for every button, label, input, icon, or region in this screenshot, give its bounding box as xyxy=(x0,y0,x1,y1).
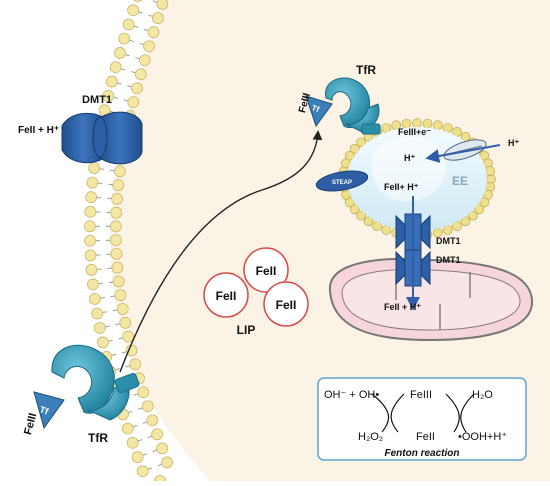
membrane-lipid-head xyxy=(92,308,103,319)
membrane-lipid-head xyxy=(157,0,168,9)
membrane-lipid-head xyxy=(111,207,122,218)
membrane-lipid-head xyxy=(110,62,121,73)
tfr-bottom-label: TfR xyxy=(88,431,108,445)
membrane-lipid-head xyxy=(137,466,148,477)
fenton-ooh: •OOH+H⁺ xyxy=(458,431,507,443)
lip-feii-1: FeII xyxy=(256,264,277,278)
membrane-lipid-head xyxy=(162,457,173,468)
membrane-lipid-head xyxy=(138,387,149,398)
membrane-lipid-head xyxy=(115,290,126,301)
ee-label: EE xyxy=(452,174,468,188)
membrane-lipid-head xyxy=(86,264,97,275)
endosome-lipid-head xyxy=(433,121,442,130)
h-pump-label: H⁺ xyxy=(508,138,519,148)
membrane-lipid-head xyxy=(85,250,96,261)
membrane-lipid-head xyxy=(155,476,166,482)
membrane-lipid-head xyxy=(106,76,117,87)
membrane-lipid-head xyxy=(85,206,96,217)
membrane-lipid-head xyxy=(144,41,155,52)
membrane-lipid-head xyxy=(117,303,128,314)
lip-feii-2: FeII xyxy=(216,289,237,303)
mitochondrion xyxy=(330,259,532,340)
membrane-lipid-head xyxy=(111,248,122,259)
membrane-lipid-head xyxy=(110,235,121,246)
membrane-lipid-head xyxy=(127,437,138,448)
membrane-lipid-head xyxy=(87,177,98,188)
tf-bottom-protein: Tf xyxy=(34,392,64,428)
tfr-top-label: TfR xyxy=(356,63,376,77)
membrane-lipid-head xyxy=(122,423,133,434)
steap-label: STEAP xyxy=(332,180,352,186)
membrane-lipid-head xyxy=(86,192,97,203)
membrane-lipid-head xyxy=(142,401,153,412)
membrane-lipid-head xyxy=(119,33,130,44)
fenton-feii: FeII xyxy=(416,431,435,443)
membrane-lipid-head xyxy=(114,166,125,177)
membrane-lipid-head xyxy=(152,13,163,24)
membrane-lipid-head xyxy=(110,221,121,232)
membrane-lipid-head xyxy=(120,317,131,328)
dmt1-membrane-label: DMT1 xyxy=(82,94,112,106)
membrane-lipid-head xyxy=(157,443,168,454)
membrane-lipid-head xyxy=(97,337,108,348)
membrane-lipid-head xyxy=(130,359,141,370)
membrane-lipid-head xyxy=(112,262,123,273)
membrane-lipid-head xyxy=(135,69,146,80)
fenton-feiii: FeIII xyxy=(410,389,432,401)
dmt1-mito-label: DMT1 xyxy=(436,255,461,265)
endosome-lipid-head xyxy=(487,175,496,184)
feiii-bottom-label: FeIII xyxy=(22,412,39,436)
membrane-lipid-head xyxy=(113,276,124,287)
lip-feii-3: FeII xyxy=(276,298,297,312)
membrane-lipid-head xyxy=(132,452,143,463)
membrane-lipid-head xyxy=(128,97,139,108)
membrane-lipid-head xyxy=(152,429,163,440)
feii-h-mito-label: FeII + H⁺ xyxy=(384,302,421,312)
membrane-lipid-head xyxy=(94,322,105,333)
dmt1-membrane-transporter xyxy=(62,112,142,164)
membrane-lipid-head xyxy=(148,27,159,38)
h-endosome-label: H⁺ xyxy=(404,153,415,163)
feiii-e-label: FeIII+e⁻ xyxy=(398,127,431,137)
membrane-lipid-head xyxy=(123,331,134,342)
lip-label: LIP xyxy=(237,323,256,337)
membrane-lipid-head xyxy=(147,415,158,426)
dmt1-endosome-label: DMT1 xyxy=(436,236,461,246)
feii-h-endosome-label: FeII+ H⁺ xyxy=(384,182,419,192)
membrane-lipid-head xyxy=(128,5,139,16)
fenton-h2o: H₂O xyxy=(472,389,493,401)
membrane-lipid-head xyxy=(123,19,134,30)
membrane-lipid-head xyxy=(89,293,100,304)
fenton-h2o2: H₂O₂ xyxy=(358,431,383,443)
membrane-lipid-head xyxy=(112,193,123,204)
membrane-lipid-head xyxy=(132,0,143,2)
fenton-title: Fenton reaction xyxy=(384,448,459,459)
membrane-lipid-head xyxy=(85,235,96,246)
endosome-lipid-head xyxy=(486,167,495,176)
fenton-reaction-box: OH⁻ + OH• FeIII H₂O H₂O₂ FeII •OOH+H⁺ Fe… xyxy=(318,378,526,460)
membrane-lipid-head xyxy=(131,83,142,94)
membrane-lipid-head xyxy=(87,279,98,290)
membrane-lipid-head xyxy=(84,221,95,232)
membrane-lipid-head xyxy=(139,55,150,66)
feii-h-outside-label: FeII + H⁺ xyxy=(18,125,59,136)
membrane-lipid-head xyxy=(114,47,125,58)
fenton-reactants-left: OH⁻ + OH• xyxy=(324,389,379,401)
membrane-lipid-head xyxy=(113,180,124,191)
membrane-lipid-head xyxy=(89,163,100,174)
